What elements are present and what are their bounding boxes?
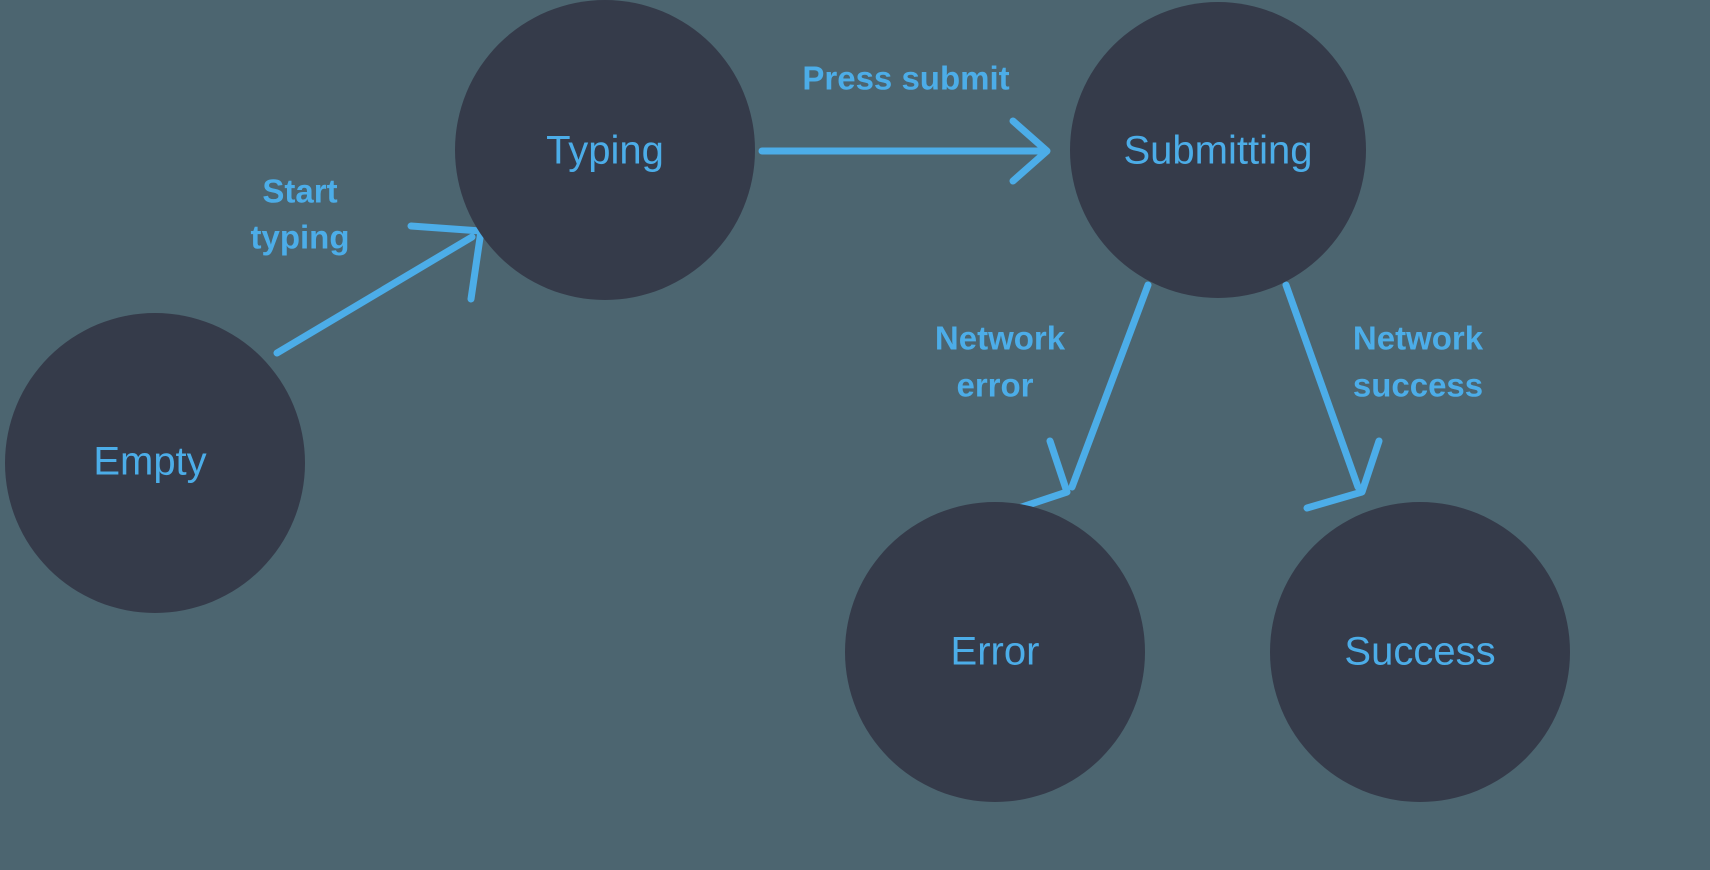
network-success-arrow-shaft	[1282, 281, 1362, 491]
transition-label-network-success: Network success	[1353, 320, 1484, 404]
state-typing-label: Typing	[546, 129, 664, 173]
start-typing-label-line2: typing	[251, 219, 350, 256]
network-error-arrow-shaft	[1068, 281, 1152, 491]
state-error-label: Error	[951, 630, 1040, 674]
transition-network-error[interactable]	[1015, 281, 1152, 512]
state-node-submitting[interactable]: Submitting	[1070, 2, 1366, 298]
state-node-empty[interactable]: Empty	[5, 313, 305, 613]
transition-press-submit[interactable]	[758, 117, 1051, 185]
state-error-circle	[845, 502, 1145, 802]
transition-label-start-typing: Start typing	[251, 173, 350, 256]
transition-label-press-submit: Press submit	[802, 60, 1009, 97]
state-empty-label: Empty	[93, 440, 206, 484]
state-typing-circle	[455, 0, 755, 300]
state-submitting-label: Submitting	[1124, 129, 1313, 173]
state-submitting-circle	[1070, 2, 1366, 298]
start-typing-arrow-shaft	[273, 233, 476, 357]
network-error-arrowhead	[1015, 437, 1071, 512]
transition-label-network-error: Network error	[935, 320, 1066, 404]
network-success-arrowhead	[1303, 437, 1383, 512]
state-success-label: Success	[1344, 630, 1495, 674]
state-node-typing[interactable]: Typing	[455, 0, 755, 300]
network-success-label-line1: Network	[1353, 320, 1484, 357]
state-node-success[interactable]: Success	[1270, 502, 1570, 802]
press-submit-label-line1: Press submit	[802, 60, 1009, 97]
network-success-label-line2: success	[1353, 367, 1483, 404]
state-success-circle	[1270, 502, 1570, 802]
press-submit-arrowhead	[1009, 117, 1051, 185]
start-typing-label-line1: Start	[262, 173, 337, 210]
transition-network-success[interactable]	[1282, 281, 1383, 512]
state-empty-circle	[5, 313, 305, 613]
network-error-label-line2: error	[956, 367, 1033, 404]
state-node-error[interactable]: Error	[845, 502, 1145, 802]
network-error-label-line1: Network	[935, 320, 1066, 357]
